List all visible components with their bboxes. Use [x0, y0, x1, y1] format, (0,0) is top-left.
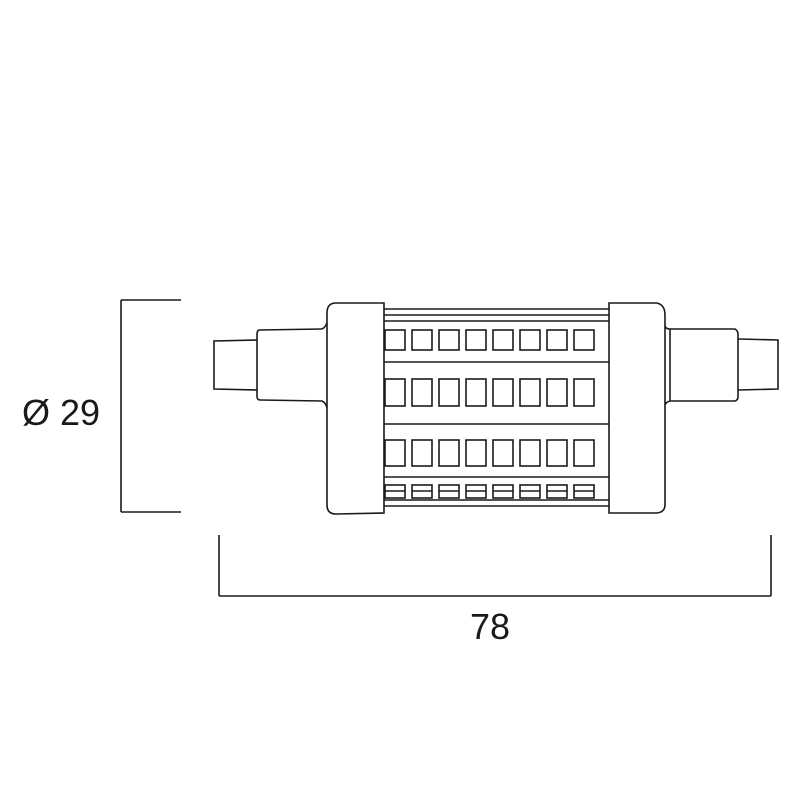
led-chip: [465, 329, 487, 351]
led-chip: [438, 378, 460, 407]
right-end-cap: [608, 302, 666, 514]
diameter-dimension: [120, 299, 181, 513]
led-chip: [492, 378, 514, 407]
led-chip: [411, 439, 433, 467]
led-chip: [546, 378, 568, 407]
led-chip: [384, 329, 406, 351]
led-chip: [384, 439, 406, 467]
led-chip: [438, 329, 460, 351]
left-end-cap: [326, 302, 385, 515]
led-chip: [384, 378, 406, 407]
led-chip: [411, 329, 433, 351]
led-chip: [492, 329, 514, 351]
led-chip: [546, 329, 568, 351]
led-chip: [546, 439, 568, 467]
length-dimension: [218, 535, 772, 597]
led-body: [384, 308, 609, 507]
led-chip: [411, 378, 433, 407]
led-chip: [573, 378, 595, 407]
led-chip: [519, 439, 541, 467]
right-pin: [664, 325, 779, 406]
led-chip: [465, 439, 487, 467]
led-chip: [492, 439, 514, 467]
diameter-label: Ø 29: [22, 392, 101, 433]
length-label: 78: [470, 606, 511, 647]
led-chip: [573, 329, 595, 351]
led-chip: [465, 378, 487, 407]
led-chip: [438, 439, 460, 467]
led-chip: [573, 439, 595, 467]
left-pin: [213, 321, 328, 409]
led-chip: [519, 329, 541, 351]
led-chip: [519, 378, 541, 407]
